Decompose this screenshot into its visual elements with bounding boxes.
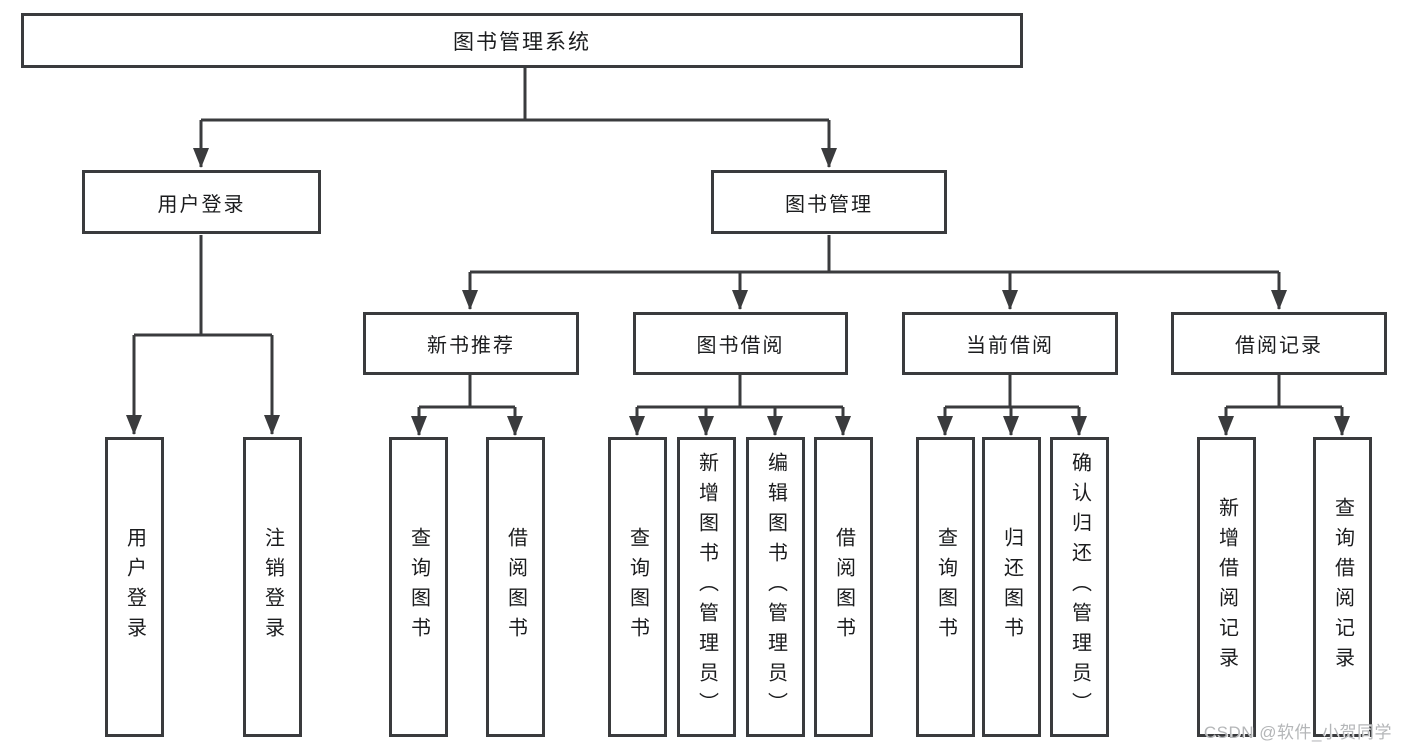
node-user-login-label: 用户登录	[157, 193, 246, 216]
leaf-rec-query-books: 查询图书	[389, 437, 448, 737]
leaf-borrow-query-books: 查询图书	[608, 437, 667, 737]
connector-user-login-spine	[134, 235, 272, 337]
leaf-rec-borrow-books: 借阅图书	[486, 437, 545, 737]
leaf-logout-login-label: 注销登录	[261, 527, 284, 647]
connector-book-borrow-spine	[637, 375, 843, 409]
node-book-borrow: 图书借阅	[633, 312, 848, 375]
leaf-current-confirm-return-admin-label: 确认归还（管理员）	[1068, 452, 1091, 722]
leaf-records-add-record-label: 新增借阅记录	[1215, 497, 1238, 677]
leaf-rec-query-books-label: 查询图书	[407, 527, 430, 647]
node-book-management: 图书管理	[711, 170, 947, 234]
node-borrow-records-label: 借阅记录	[1235, 335, 1323, 357]
leaf-logout-login: 注销登录	[243, 437, 302, 737]
leaf-records-query-record-label: 查询借阅记录	[1331, 497, 1354, 677]
leaf-rec-borrow-books-label: 借阅图书	[504, 527, 527, 647]
leaf-borrow-add-books-admin: 新增图书（管理员）	[677, 437, 736, 737]
leaf-records-add-record: 新增借阅记录	[1197, 437, 1256, 737]
leaf-current-query-books: 查询图书	[916, 437, 975, 737]
leaf-borrow-add-books-admin-label: 新增图书（管理员）	[695, 452, 718, 722]
node-book-management-label: 图书管理	[785, 193, 873, 216]
watermark: CSDN @软件_小贺同学	[1203, 723, 1392, 742]
leaf-borrow-borrow-books: 借阅图书	[814, 437, 873, 737]
leaf-borrow-edit-books-admin: 编辑图书（管理员）	[746, 437, 805, 737]
leaf-user-login: 用户登录	[105, 437, 164, 737]
leaf-records-query-record: 查询借阅记录	[1313, 437, 1372, 737]
leaf-current-query-books-label: 查询图书	[934, 527, 957, 647]
node-root-system-label: 图书管理系统	[453, 30, 591, 54]
leaf-user-login-label: 用户登录	[123, 527, 146, 647]
node-user-login: 用户登录	[82, 170, 321, 234]
leaf-borrow-edit-books-admin-label: 编辑图书（管理员）	[764, 452, 787, 722]
connector-current-borrow-spine	[945, 375, 1079, 409]
leaf-current-confirm-return-admin: 确认归还（管理员）	[1050, 437, 1109, 737]
connector-book-management-spine	[470, 235, 1279, 274]
node-borrow-records: 借阅记录	[1171, 312, 1387, 375]
node-new-book-recommend-label: 新书推荐	[427, 335, 515, 357]
node-current-borrow: 当前借阅	[902, 312, 1118, 375]
connector-new-book-recommend-spine	[419, 375, 515, 409]
node-new-book-recommend: 新书推荐	[363, 312, 579, 375]
connector-borrow-records-spine	[1226, 375, 1342, 409]
connector-root-spine	[201, 68, 829, 122]
leaf-borrow-query-books-label: 查询图书	[626, 527, 649, 647]
node-current-borrow-label: 当前借阅	[966, 335, 1054, 357]
node-root-system: 图书管理系统	[21, 13, 1023, 68]
leaf-current-return-books: 归还图书	[982, 437, 1041, 737]
leaf-current-return-books-label: 归还图书	[1000, 527, 1023, 647]
node-book-borrow-label: 图书借阅	[696, 335, 785, 357]
leaf-borrow-borrow-books-label: 借阅图书	[832, 527, 855, 647]
